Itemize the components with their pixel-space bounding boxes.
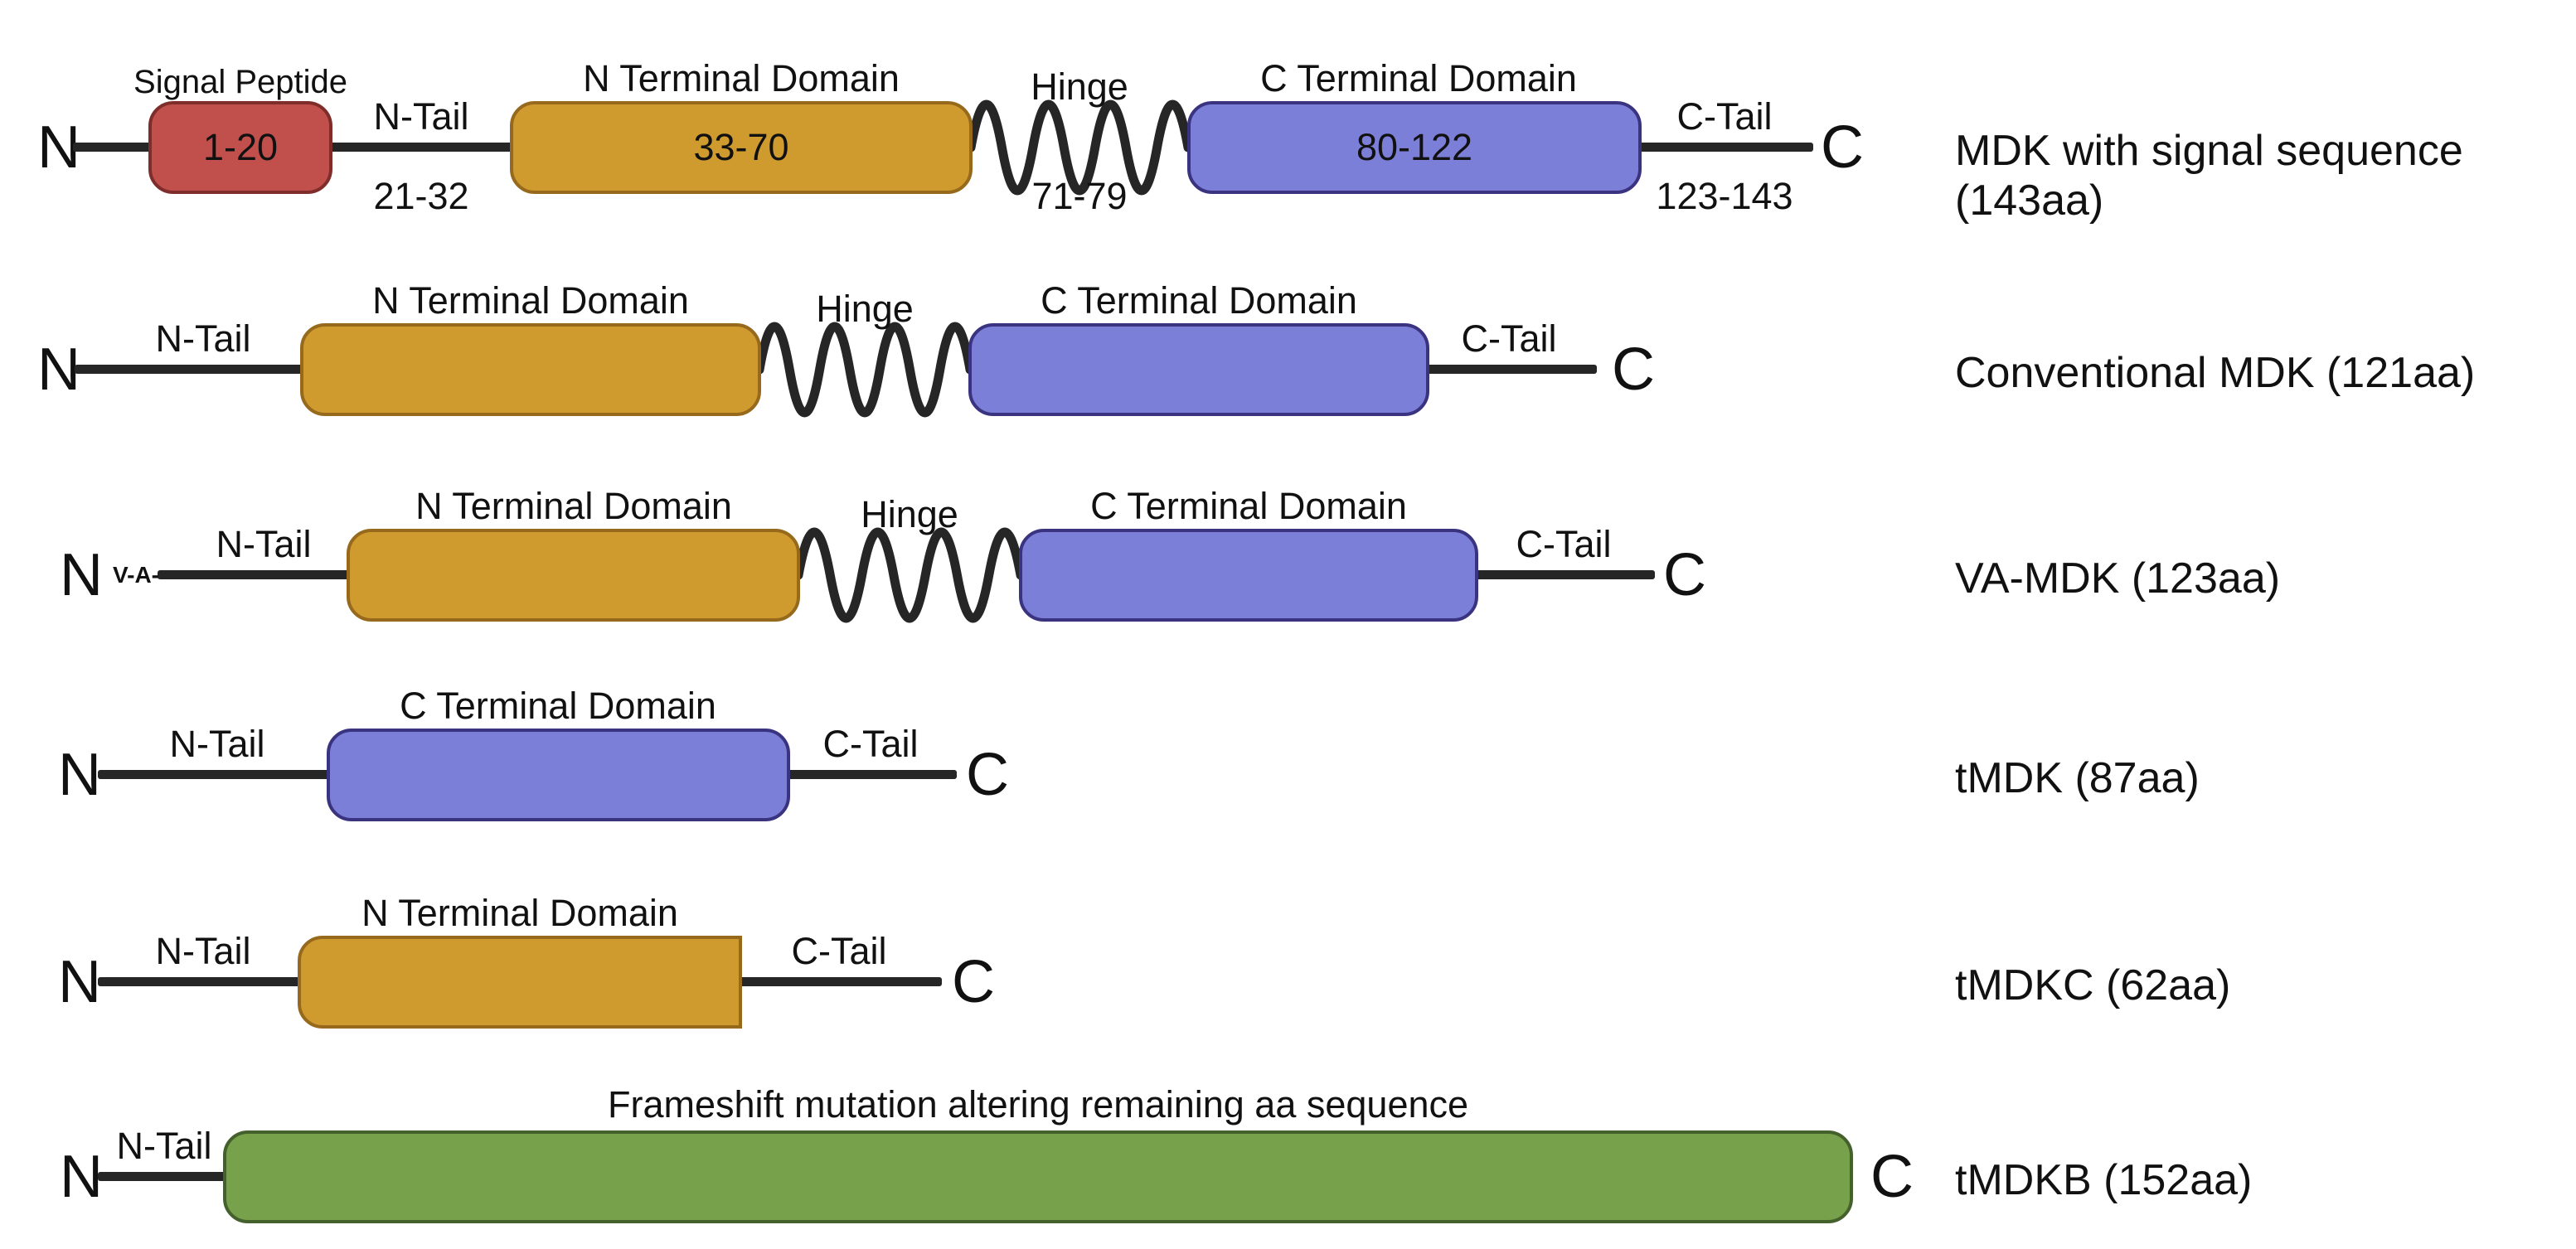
c-terminal-domain-box xyxy=(327,729,790,821)
c-tail-label: C-Tail xyxy=(1461,317,1557,360)
c-terminal-domain-title: C Terminal Domain xyxy=(1041,279,1357,322)
c-terminus-label: C xyxy=(1821,114,1864,181)
hinge-wave-icon xyxy=(793,527,1026,623)
c-terminal-domain-title: C Terminal Domain xyxy=(400,685,716,727)
c-terminus-label: C xyxy=(1612,336,1655,403)
c-terminus-label: C xyxy=(952,949,995,1015)
isoform-name-line1: MDK with signal sequence xyxy=(1955,127,2463,175)
n-terminal-domain-title: N Terminal Domain xyxy=(361,892,678,934)
c-tail-label: C-Tail xyxy=(791,930,887,972)
isoform-name-label: Conventional MDK (121aa) xyxy=(1955,349,2476,397)
n-terminus-label: N xyxy=(37,336,80,403)
n-terminus-label: N xyxy=(58,949,101,1015)
n-terminal-domain-box: 33-70 xyxy=(510,101,973,194)
c-terminal-domain-range: 80-122 xyxy=(1356,126,1473,168)
n-terminus-label: N xyxy=(58,742,101,808)
c-terminal-domain-title: C Terminal Domain xyxy=(1260,57,1577,99)
backbone-line xyxy=(1637,143,1813,152)
frameshift-title: Frameshift mutation altering remaining a… xyxy=(607,1083,1469,1126)
isoform-name-label: MDK with signal sequence (143aa) xyxy=(1955,126,2463,225)
backbone-line xyxy=(98,770,335,779)
n-tail-label: N-Tail xyxy=(155,317,251,360)
isoform-name-line2: (143aa) xyxy=(1955,177,2104,225)
isoform-name-label: VA-MDK (123aa) xyxy=(1955,554,2281,603)
backbone-line xyxy=(327,143,518,152)
c-terminus-label: C xyxy=(1870,1144,1914,1210)
n-tail-label: N-Tail xyxy=(169,723,265,765)
c-tail-label: C-Tail xyxy=(1516,523,1612,565)
c-tail-range: 123-143 xyxy=(1656,175,1793,217)
c-terminus-label: C xyxy=(966,742,1009,808)
n-terminal-domain-box xyxy=(347,529,800,622)
c-terminus-label: C xyxy=(1663,542,1706,608)
hinge-range: 71-79 xyxy=(1031,175,1128,217)
n-tail-label: N-Tail xyxy=(373,95,469,138)
n-terminal-domain-box xyxy=(298,936,742,1029)
n-terminus-label: N xyxy=(60,542,103,608)
n-terminal-domain-title: N Terminal Domain xyxy=(372,279,689,322)
n-terminus-label: N xyxy=(60,1144,103,1210)
signal-peptide-title: Signal Peptide xyxy=(133,64,347,100)
c-tail-label: C-Tail xyxy=(1676,95,1773,138)
n-tail-label: N-Tail xyxy=(155,930,251,972)
c-terminal-domain-box xyxy=(968,323,1429,416)
c-terminal-domain-box: 80-122 xyxy=(1187,101,1642,194)
isoform-name-label: tMDKB (152aa) xyxy=(1955,1156,2253,1204)
n-terminal-domain-title: N Terminal Domain xyxy=(415,485,732,527)
n-tail-label: N-Tail xyxy=(216,523,312,565)
n-terminal-domain-box xyxy=(300,323,761,416)
hinge-label: Hinge xyxy=(816,288,914,330)
backbone-line xyxy=(736,977,942,986)
c-tail-label: C-Tail xyxy=(822,723,919,765)
isoform-name-label: tMDK (87aa) xyxy=(1955,754,2200,802)
backbone-line xyxy=(784,770,957,779)
hinge-wave-icon xyxy=(754,322,975,418)
n-tail-range: 21-32 xyxy=(373,175,469,217)
n-tail-label: N-Tail xyxy=(116,1125,212,1167)
signal-peptide-range: 1-20 xyxy=(202,126,279,168)
backbone-line xyxy=(98,1172,230,1181)
c-terminal-domain-title: C Terminal Domain xyxy=(1090,485,1407,527)
frameshift-box xyxy=(223,1130,1853,1223)
va-prefix-label: V-A- xyxy=(113,562,159,588)
backbone-line xyxy=(1424,365,1597,374)
hinge-wave-icon xyxy=(966,99,1193,196)
backbone-line xyxy=(73,143,156,152)
n-terminal-domain-title: N Terminal Domain xyxy=(583,57,900,99)
backbone-line xyxy=(158,570,355,579)
c-terminal-domain-box xyxy=(1019,529,1478,622)
signal-peptide-box: 1-20 xyxy=(148,101,332,194)
hinge-label: Hinge xyxy=(1031,65,1128,108)
backbone-line xyxy=(75,365,308,374)
hinge-label: Hinge xyxy=(861,493,958,535)
n-terminal-domain-range: 33-70 xyxy=(693,126,789,168)
isoform-name-label: tMDKC (62aa) xyxy=(1955,961,2231,1009)
backbone-line xyxy=(98,977,305,986)
backbone-line xyxy=(1474,570,1655,579)
